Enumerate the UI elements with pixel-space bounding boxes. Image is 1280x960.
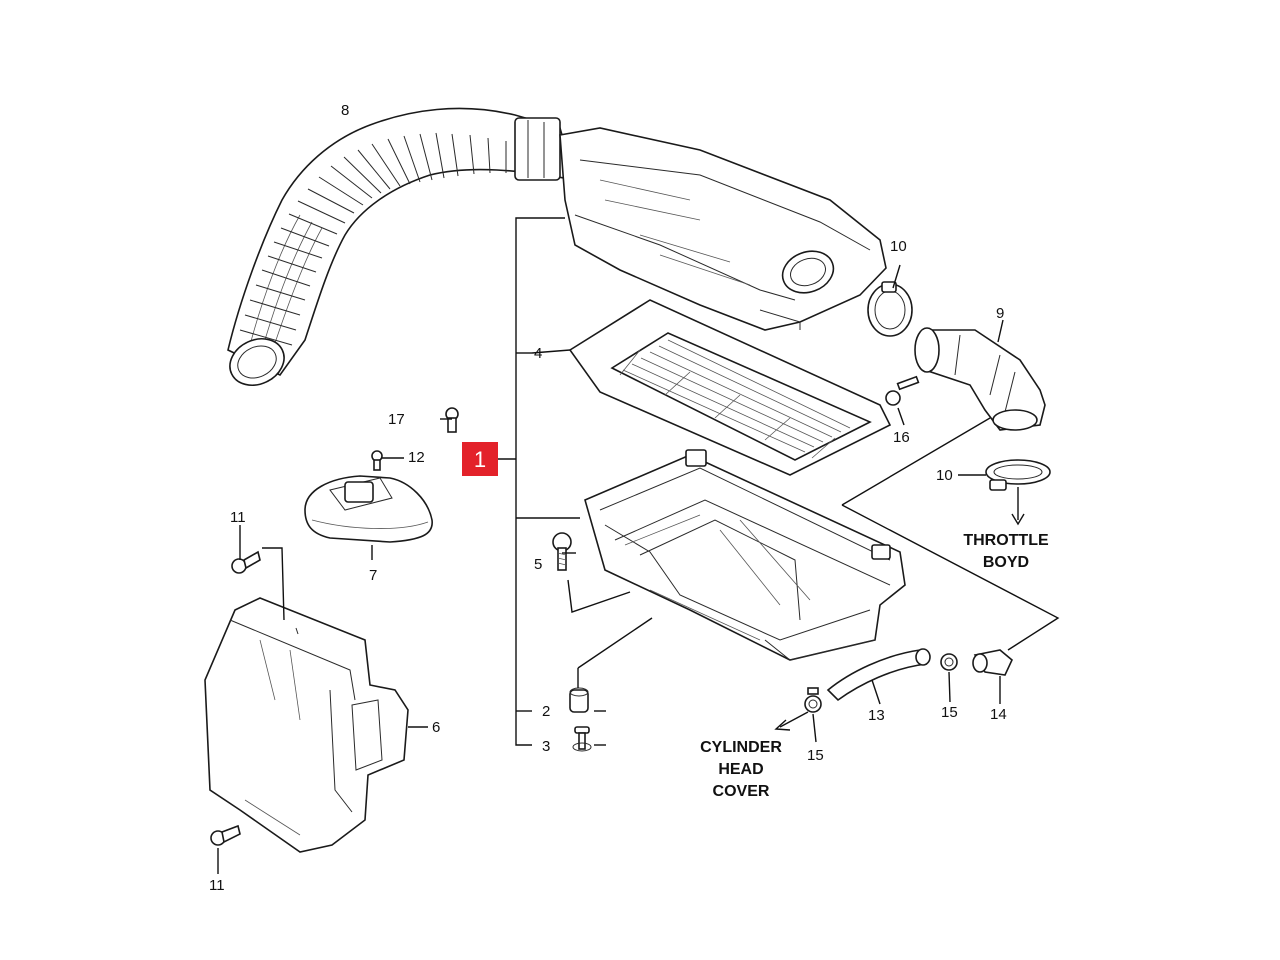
part-2-grommet [569, 687, 589, 713]
part-1-lower-case [584, 449, 906, 661]
note-throttle-body: THROTTLE BOYD [963, 532, 1049, 571]
callout-labels: 8 10 9 4 16 17 12 10 11 7 5 6 2 3 13 15 … [209, 102, 1007, 894]
main-part-callout[interactable]: 1 [462, 442, 498, 476]
note-cyl-line2: HEAD [718, 761, 763, 778]
leader-lines [217, 217, 1060, 874]
part-11-clip-upper [231, 550, 261, 574]
part-4-filter-element [568, 299, 892, 476]
callout-2: 2 [542, 703, 550, 720]
callout-7: 7 [369, 567, 377, 584]
part-7-cover [304, 475, 433, 543]
note-throttle-line1: THROTTLE [963, 532, 1049, 549]
callout-10-upper: 10 [890, 238, 907, 255]
note-cylinder-head-cover: CYLINDER HEAD COVER [700, 739, 782, 800]
main-part-badge[interactable] [462, 442, 498, 476]
callout-8: 8 [341, 102, 349, 119]
callout-14: 14 [990, 706, 1007, 723]
part-10-clamp-upper [867, 281, 913, 337]
part-15-clip-right [940, 653, 958, 671]
part-3-pin [572, 726, 592, 752]
part-6-resonator [204, 597, 409, 853]
callout-17: 17 [388, 411, 405, 428]
part-8-intake-duct [227, 107, 577, 386]
callout-5: 5 [534, 556, 542, 573]
callout-15-right: 15 [941, 704, 958, 721]
callout-10-lower: 10 [936, 467, 953, 484]
part-10-clamp-lower [985, 459, 1051, 491]
note-cyl-line3: COVER [713, 783, 770, 800]
part-11-clip-lower [210, 824, 241, 846]
callout-11-upper: 11 [230, 509, 246, 526]
callout-3: 3 [542, 738, 550, 755]
callout-15-left: 15 [807, 747, 824, 764]
part-1-upper-case [559, 127, 887, 331]
note-cyl-line1: CYLINDER [700, 739, 782, 756]
part-13-hose [826, 648, 931, 702]
part-14-elbow-fitting [972, 649, 1013, 676]
part-5-bolt [552, 532, 572, 571]
part-15-clip-left [804, 687, 822, 713]
callout-9: 9 [996, 305, 1004, 322]
callout-12: 12 [408, 449, 425, 466]
part-12-screw [371, 450, 383, 471]
main-part-number: 1 [474, 447, 486, 472]
callout-4: 4 [534, 345, 542, 362]
part-17-screw [445, 407, 459, 433]
part-16-bolt [885, 375, 920, 406]
callout-13: 13 [868, 707, 885, 724]
callout-16: 16 [893, 429, 910, 446]
part-9-intake-elbow [914, 327, 1046, 431]
note-throttle-line2: BOYD [983, 554, 1029, 571]
callout-11-lower: 11 [209, 877, 225, 894]
callout-6: 6 [432, 719, 440, 736]
